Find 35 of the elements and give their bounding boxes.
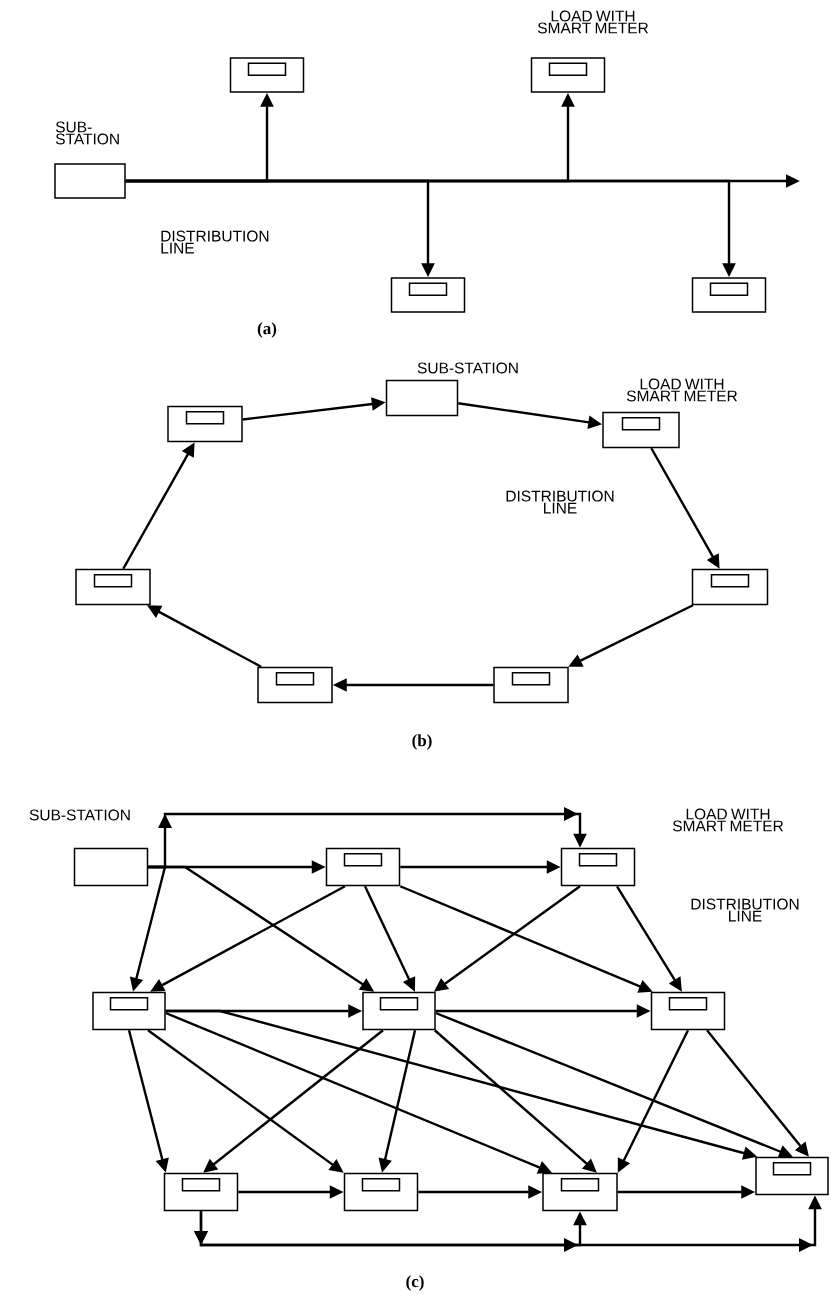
text-label: LOAD WITH SMART METER [626,378,738,402]
smart-meter-box [493,666,569,704]
arrow [433,1029,597,1173]
smart-meter-box [691,277,767,313]
smart-meter-box [325,847,401,887]
smart-meter-box [650,991,726,1031]
smart-meter-box [530,57,606,93]
smart-meter-box [229,57,305,93]
substation-box [385,379,459,417]
smart-meter-box [163,1172,239,1212]
smart-meter-box [560,847,636,887]
smart-meter-box [362,991,436,1031]
smart-meter-box [542,1172,618,1212]
smart-meter-box [92,991,166,1031]
text-label: DISTRIBUTION LINE [691,898,799,922]
smart-meter-box [602,411,680,449]
smart-meter-box [343,1172,419,1212]
smart-meter-box [390,277,466,313]
smart-meter-box [755,1156,829,1196]
smart-meter-box [257,666,333,704]
caption: (c) [406,1275,424,1291]
text-label: LOAD WITH SMART METER [672,808,784,832]
text-label: LOAD WITH SMART METER [537,10,649,34]
caption: (b) [412,734,432,750]
smart-meter-box [691,568,769,606]
substation-box [54,163,126,199]
text-label: SUB-STATION [29,809,130,821]
text-label: SUB-STATION [417,362,518,374]
text-label: DISTRIBUTION LINE [161,230,269,254]
caption: (a) [257,322,277,338]
smart-meter-box [75,568,151,606]
smart-meter-box [167,405,243,443]
substation-box [73,847,149,887]
text-label: SUB-STATION [55,121,119,145]
text-label: DISTRIBUTION LINE [506,490,614,514]
